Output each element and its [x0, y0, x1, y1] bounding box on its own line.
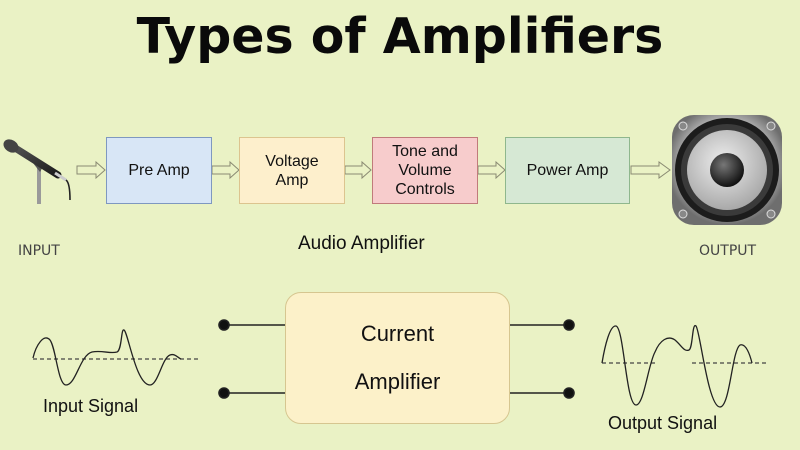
page-title: Types of Amplifiers: [136, 8, 664, 65]
current-amp-label-line2: Amplifier: [354, 369, 441, 394]
stage-tone-volume-controls: Tone and Volume Controls: [372, 137, 478, 204]
terminal-dot: [563, 387, 575, 399]
speaker-icon: [672, 115, 782, 225]
audio-amplifier-caption: Audio Amplifier: [298, 233, 425, 254]
terminal-dot: [218, 319, 230, 331]
terminal-dot: [563, 319, 575, 331]
flow-arrows: [76, 160, 671, 180]
input-signal-waveform: [32, 329, 198, 386]
flow-arrow: [211, 160, 240, 180]
stage-label: Tone and Volume Controls: [392, 143, 458, 198]
current-amp-label-line1: Current: [360, 321, 435, 346]
stage-label: Voltage Amp: [265, 152, 319, 189]
stage-label: Power Amp: [526, 162, 609, 179]
microphone-icon: [3, 139, 71, 204]
output-label: OUTPUT: [699, 243, 757, 259]
stage-power-amp: Power Amp: [505, 137, 630, 204]
output-signal-waveform: [601, 325, 768, 408]
input-label: INPUT: [18, 243, 60, 259]
flow-arrow: [344, 160, 372, 180]
stage-label: Pre Amp: [128, 162, 190, 179]
terminal-dot: [218, 387, 230, 399]
current-amplifier-box: Current Amplifier: [285, 292, 510, 424]
flow-arrow: [477, 160, 506, 180]
input-signal-caption: Input Signal: [43, 396, 139, 416]
flow-arrow: [630, 161, 671, 179]
stage-voltage-amp: Voltage Amp: [239, 137, 345, 204]
stage-pre-amp: Pre Amp: [106, 137, 212, 204]
output-signal-caption: Output Signal: [608, 413, 718, 433]
flow-arrow: [76, 160, 106, 180]
current-amp-terminals: [218, 319, 575, 399]
